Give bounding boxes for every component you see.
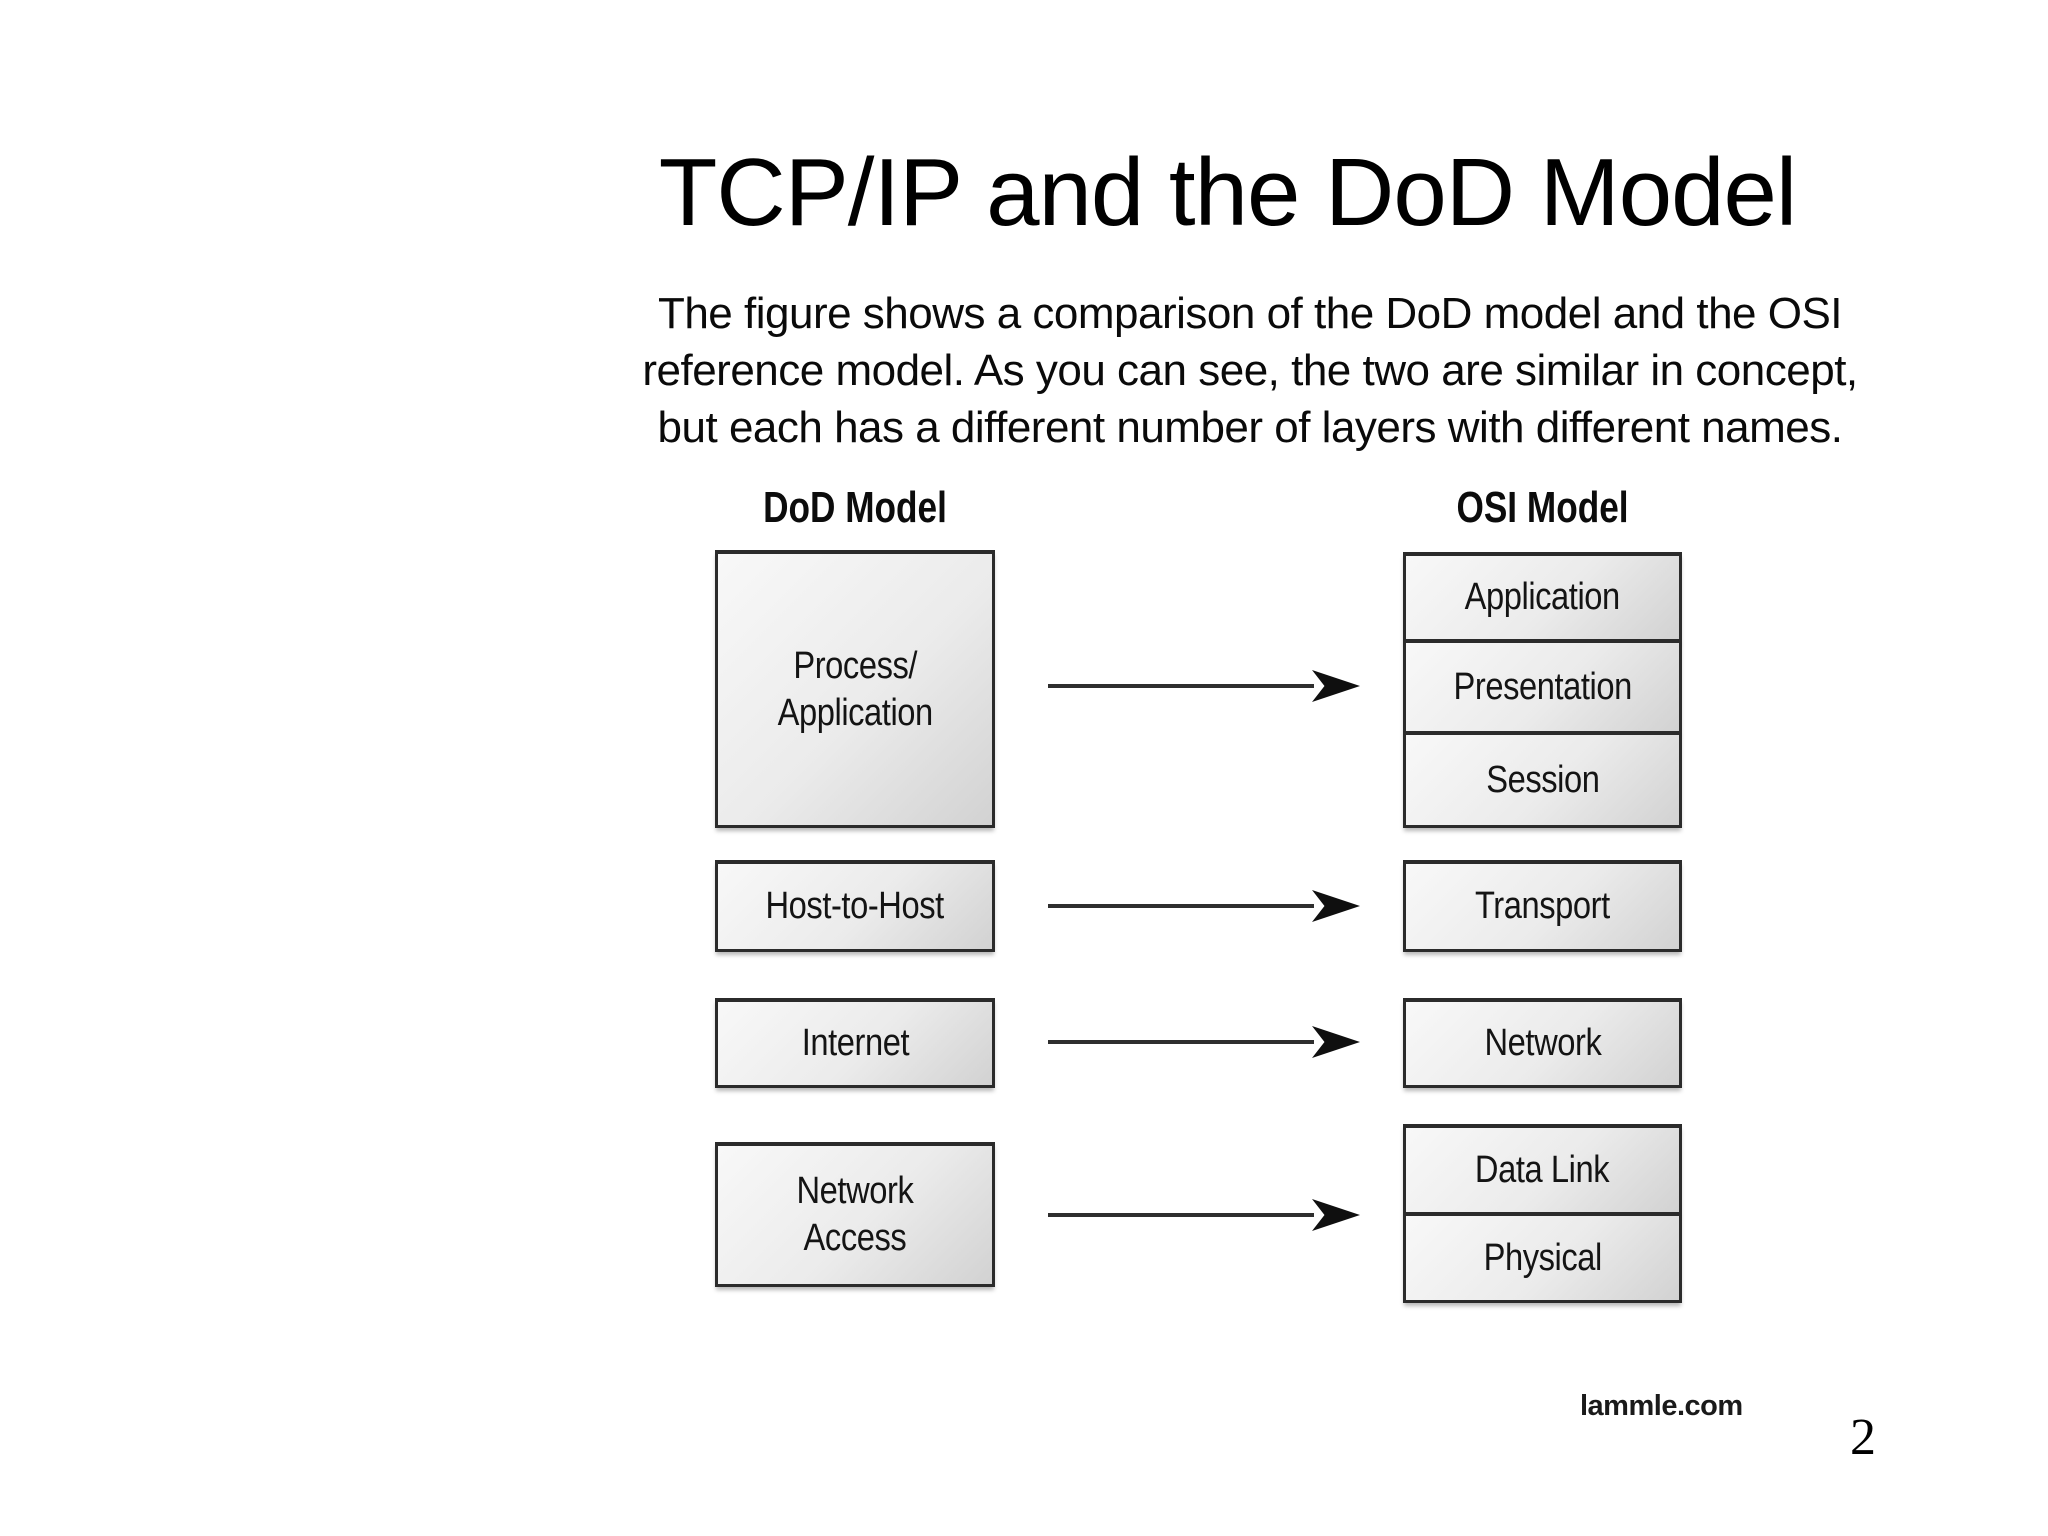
slide-subtitle: The figure shows a comparison of the DoD… [642,289,1858,452]
osi-layer-network: Network [1403,998,1682,1088]
osi-layer-transport-label: Transport [1475,885,1610,927]
brand-text: lammle.com [1580,1390,1743,1422]
osi-layer-presentation-label: Presentation [1453,665,1632,708]
dod-layer-host-to-host: Host-to-Host [715,860,995,952]
arrow-netaccess-to-lower-layers [1048,1213,1314,1217]
osi-layer-application: Application [1403,552,1682,642]
dod-layer-host-to-host-label: Host-to-Host [765,885,945,927]
dod-model-column-header: DoD Model [763,483,947,532]
dod-layer-network-access-label: Network Access [796,1170,914,1259]
page-number: 2 [1850,1409,1876,1466]
osi-model-column-header: OSI Model [1456,483,1629,532]
osi-layer-presentation: Presentation [1403,639,1682,734]
dod-layer-internet: Internet [715,998,995,1088]
osi-layer-session: Session [1403,731,1682,828]
osi-layer-physical-label: Physical [1483,1236,1602,1279]
dod-layer-network-access: Network Access [715,1142,995,1287]
osi-layer-data-link-label: Data Link [1475,1148,1610,1191]
dod-layer-process-application-label: Process/ Application [777,644,933,734]
dod-layer-internet-label: Internet [801,1022,909,1064]
osi-layer-transport: Transport [1403,860,1682,952]
osi-layer-network-label: Network [1484,1022,1601,1064]
arrow-host-to-transport [1048,904,1314,908]
osi-layer-session-label: Session [1485,758,1600,801]
osi-layer-physical: Physical [1403,1212,1682,1303]
osi-layer-application-label: Application [1464,576,1621,618]
osi-layer-data-link: Data Link [1403,1124,1682,1215]
arrow-internet-to-network [1048,1040,1314,1044]
slide-title: TCP/IP and the DoD Model [658,139,1797,246]
dod-layer-process-application: Process/ Application [715,550,995,828]
arrow-process-to-upper-layers [1048,684,1314,688]
